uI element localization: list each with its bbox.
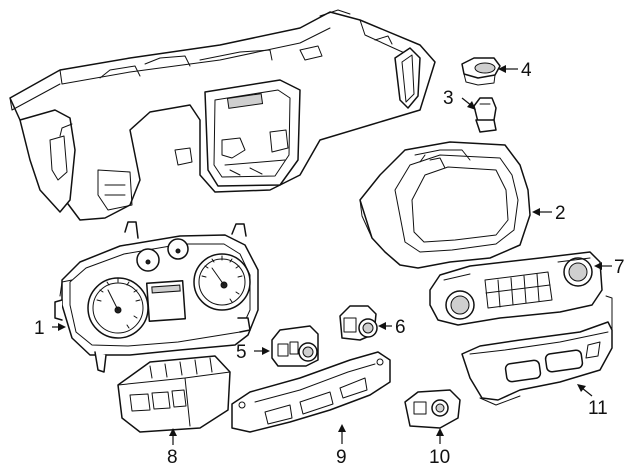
- part-7-climate-control: [429, 251, 603, 326]
- callout-2: 2: [555, 203, 566, 224]
- part-1-instrument-cluster: [54, 221, 259, 373]
- part-11-trim-bezel: [461, 295, 613, 406]
- part-2-cluster-bezel: [359, 141, 531, 269]
- callout-8: 8: [167, 447, 178, 468]
- part-10-switch: [404, 389, 461, 429]
- callout-9: 9: [336, 447, 347, 468]
- part-9-bracket: [231, 351, 391, 433]
- leader-lines: [52, 65, 612, 445]
- part-4-knob: [461, 57, 501, 86]
- callout-5: 5: [236, 342, 247, 363]
- callouts: 1 2 3 4 5 6 7 8 9 10 11: [34, 60, 625, 468]
- part-3-switch: [473, 97, 497, 133]
- callout-10: 10: [429, 447, 450, 468]
- part-5-switch: [271, 325, 319, 367]
- part-8-module: [117, 355, 231, 433]
- callout-1: 1: [34, 318, 45, 339]
- callout-4: 4: [521, 60, 532, 81]
- instrument-panel: [9, 9, 436, 221]
- callout-7: 7: [614, 257, 625, 278]
- part-6-switch: [339, 305, 378, 341]
- callout-3: 3: [443, 88, 454, 109]
- callout-6: 6: [395, 317, 406, 338]
- callout-11: 11: [588, 398, 608, 419]
